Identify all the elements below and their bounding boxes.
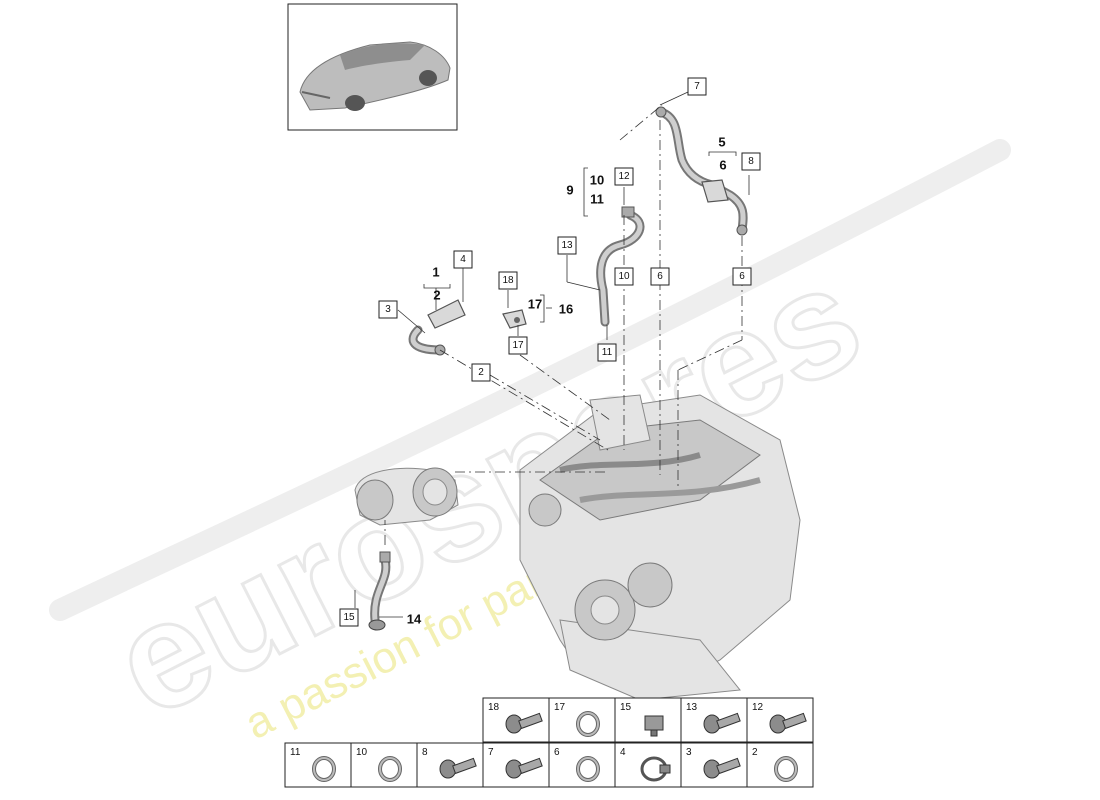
sensor-icon [644, 715, 664, 737]
callout-box-11: 11 [597, 343, 617, 362]
callout-11: 11 [590, 192, 604, 207]
callout-box-7: 7 [687, 77, 707, 96]
callout-14: 14 [407, 612, 422, 627]
svg-text:17: 17 [512, 340, 524, 351]
bolt-icon [769, 712, 807, 734]
watermark: eurospares a passion for parts since 198… [49, 139, 1011, 750]
callout-box-12: 12 [614, 167, 634, 186]
parts-table-cell: 13 [680, 697, 748, 743]
parts-table-cell: 12 [746, 697, 814, 743]
svg-text:3: 3 [385, 304, 391, 315]
parts-table-cell: 17 [548, 697, 616, 743]
bolt-icon [505, 712, 543, 734]
callout-box-15: 15 [339, 608, 359, 627]
svg-text:7: 7 [694, 81, 700, 92]
parts-table-cell: 6 [548, 742, 616, 788]
callout-2: 2 [433, 288, 440, 303]
callout-box-3: 3 [378, 300, 398, 319]
parts-table-number: 12 [752, 702, 764, 713]
callout-9: 9 [566, 183, 573, 198]
group-callout-1-2: 1 2 [423, 265, 451, 303]
seal-ring-icon [312, 756, 336, 782]
svg-text:18: 18 [502, 275, 514, 286]
seal-ring-icon [774, 756, 798, 782]
callout-16: 16 [559, 302, 573, 317]
svg-text:15: 15 [343, 612, 355, 623]
parts-table-cell: 7 [482, 742, 550, 788]
parts-table: 18 17 15 13 12 11 10 8 7 6 4 3 2 [284, 697, 814, 788]
callout-1: 1 [432, 265, 439, 280]
callout-box-2: 2 [471, 363, 491, 382]
svg-text:2: 2 [478, 367, 484, 378]
parts-table-number: 17 [554, 702, 566, 713]
parts-table-number: 18 [488, 702, 500, 713]
callout-box-6-right: 6 [732, 267, 752, 286]
callout-6: 6 [719, 158, 726, 173]
svg-text:6: 6 [657, 271, 663, 282]
parts-table-cell: 3 [680, 742, 748, 788]
parts-table-number: 13 [686, 702, 698, 713]
bolt-icon [703, 757, 741, 779]
parts-table-number: 8 [422, 747, 428, 758]
seal-ring-icon [576, 711, 600, 737]
seal-ring-icon [378, 756, 402, 782]
parts-table-number: 7 [488, 747, 494, 758]
parts-table-cell: 10 [350, 742, 418, 788]
parts-table-cell: 15 [614, 697, 682, 743]
bolt-icon [439, 757, 477, 779]
parts-table-number: 3 [686, 747, 692, 758]
svg-text:10: 10 [618, 271, 630, 282]
callout-17: 17 [528, 297, 542, 312]
svg-text:8: 8 [748, 156, 754, 167]
parts-table-number: 15 [620, 702, 632, 713]
callout-box-6-left: 6 [650, 267, 670, 286]
parts-table-number: 4 [620, 747, 626, 758]
svg-text:11: 11 [602, 347, 613, 358]
parts-table-cell: 2 [746, 742, 814, 788]
seal-ring-icon [576, 756, 600, 782]
leader-lines [354, 91, 750, 618]
coolant-pipe-14 [368, 551, 391, 631]
engine-assembly [519, 394, 801, 701]
group-callout-16-17: 17 16 [528, 294, 573, 323]
parts-table-cell: 8 [416, 742, 484, 788]
group-callout-5-6: 5 6 [708, 135, 737, 173]
parts-table-number: 6 [554, 747, 560, 758]
callout-box-13: 13 [557, 236, 577, 255]
bolt-icon [505, 757, 543, 779]
parts-table-cell: 11 [284, 742, 352, 788]
hose-clamp-icon [640, 756, 671, 782]
callout-box-18: 18 [498, 271, 518, 290]
svg-text:13: 13 [561, 240, 573, 251]
callout-5: 5 [718, 135, 725, 150]
svg-text:4: 4 [460, 254, 466, 265]
turbocharger [354, 467, 459, 526]
coolant-pipe-5 [655, 106, 748, 236]
svg-text:6: 6 [739, 271, 745, 282]
coolant-pipe-1 [408, 299, 466, 356]
sensor-part [502, 309, 527, 329]
parts-table-number: 10 [356, 747, 368, 758]
group-callout-9-11: 9 10 11 [566, 167, 604, 217]
callout-box-17: 17 [508, 336, 528, 355]
coolant-hose-9 [596, 206, 645, 327]
callout-box-10: 10 [614, 267, 634, 286]
parts-table-cell: 4 [614, 742, 682, 788]
callout-box-8: 8 [741, 152, 761, 171]
parts-table-cell: 18 [482, 697, 550, 743]
callout-10: 10 [590, 173, 604, 188]
parts-table-number: 2 [752, 747, 758, 758]
parts-table-number: 11 [290, 747, 301, 758]
svg-text:12: 12 [618, 171, 630, 182]
vehicle-thumbnail [287, 3, 458, 131]
callout-box-4: 4 [453, 250, 473, 269]
bolt-icon [703, 712, 741, 734]
